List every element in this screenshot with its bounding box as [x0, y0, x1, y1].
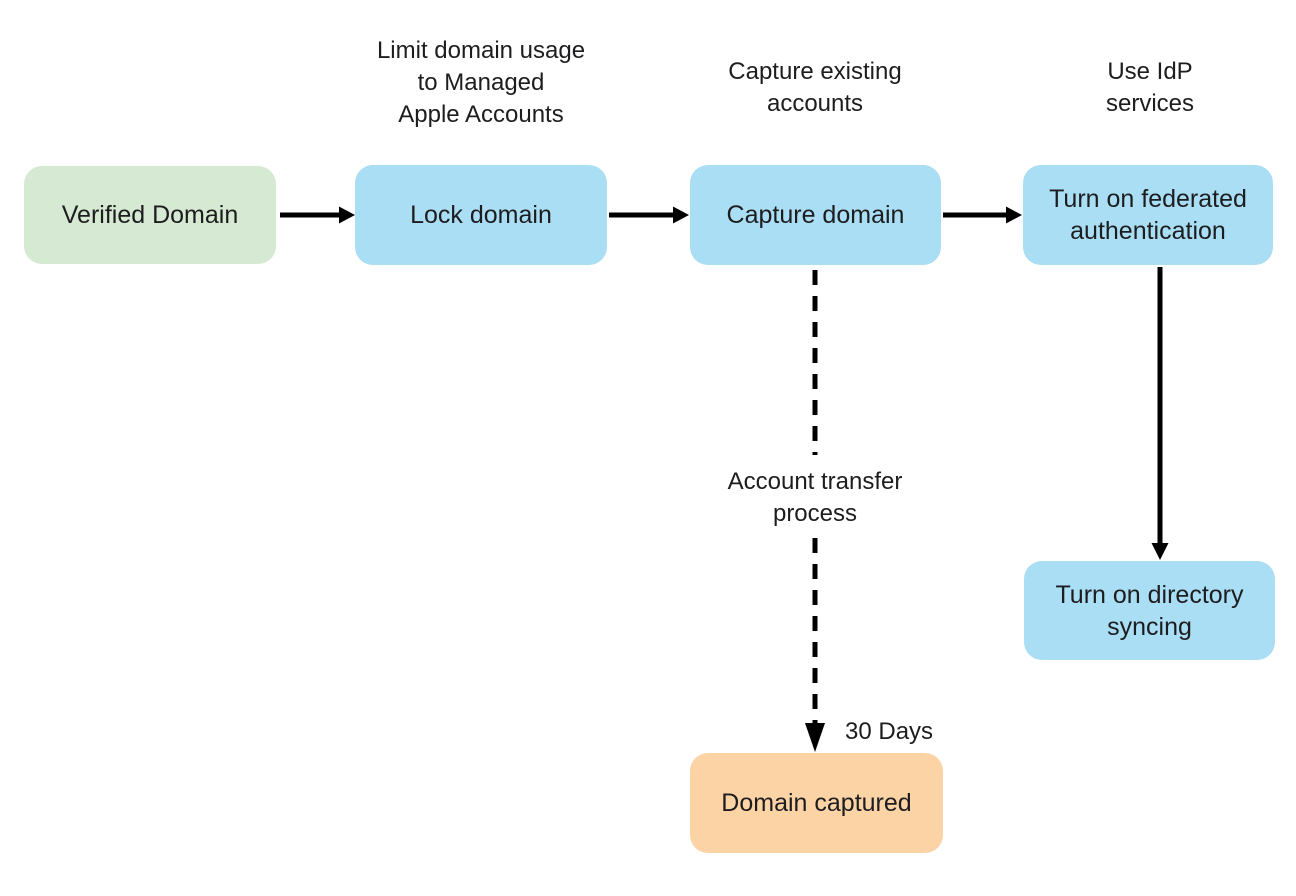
node-verified-domain-label: Verified Domain	[61, 201, 239, 229]
arrowhead-capture-to-captured	[805, 723, 825, 752]
node-turn-on-federated-authentication-label: Turn on federated authentication	[1049, 185, 1247, 245]
node-turn-on-federated-authentication: Turn on federated authentication	[1023, 165, 1273, 265]
annotation-limit-domain-usage: Limit domain usage to Managed Apple Acco…	[376, 37, 586, 128]
node-capture-domain-label: Capture domain	[726, 201, 905, 229]
annotation-30-days: 30 Days	[845, 718, 934, 745]
node-turn-on-directory-syncing: Turn on directory syncing	[1024, 561, 1275, 660]
node-lock-domain-label: Lock domain	[410, 201, 552, 229]
annotation-capture-existing-accounts: Capture existing accounts	[728, 58, 902, 117]
arrowhead-verified-to-lock	[339, 206, 355, 224]
node-lock-domain: Lock domain	[355, 165, 607, 265]
node-domain-captured: Domain captured	[690, 753, 943, 853]
arrowhead-lock-to-capture	[673, 206, 689, 224]
node-verified-domain: Verified Domain	[24, 166, 276, 264]
annotation-use-idp-services: Use IdP services	[1105, 58, 1195, 117]
node-domain-captured-label: Domain captured	[721, 789, 912, 817]
annotation-account-transfer-process: Account transfer process	[727, 468, 903, 527]
arrowhead-capture-to-federated	[1006, 206, 1022, 224]
node-turn-on-directory-syncing-label: Turn on directory syncing	[1055, 580, 1244, 641]
node-capture-domain: Capture domain	[690, 165, 941, 265]
arrowhead-federated-to-directory	[1151, 543, 1169, 560]
